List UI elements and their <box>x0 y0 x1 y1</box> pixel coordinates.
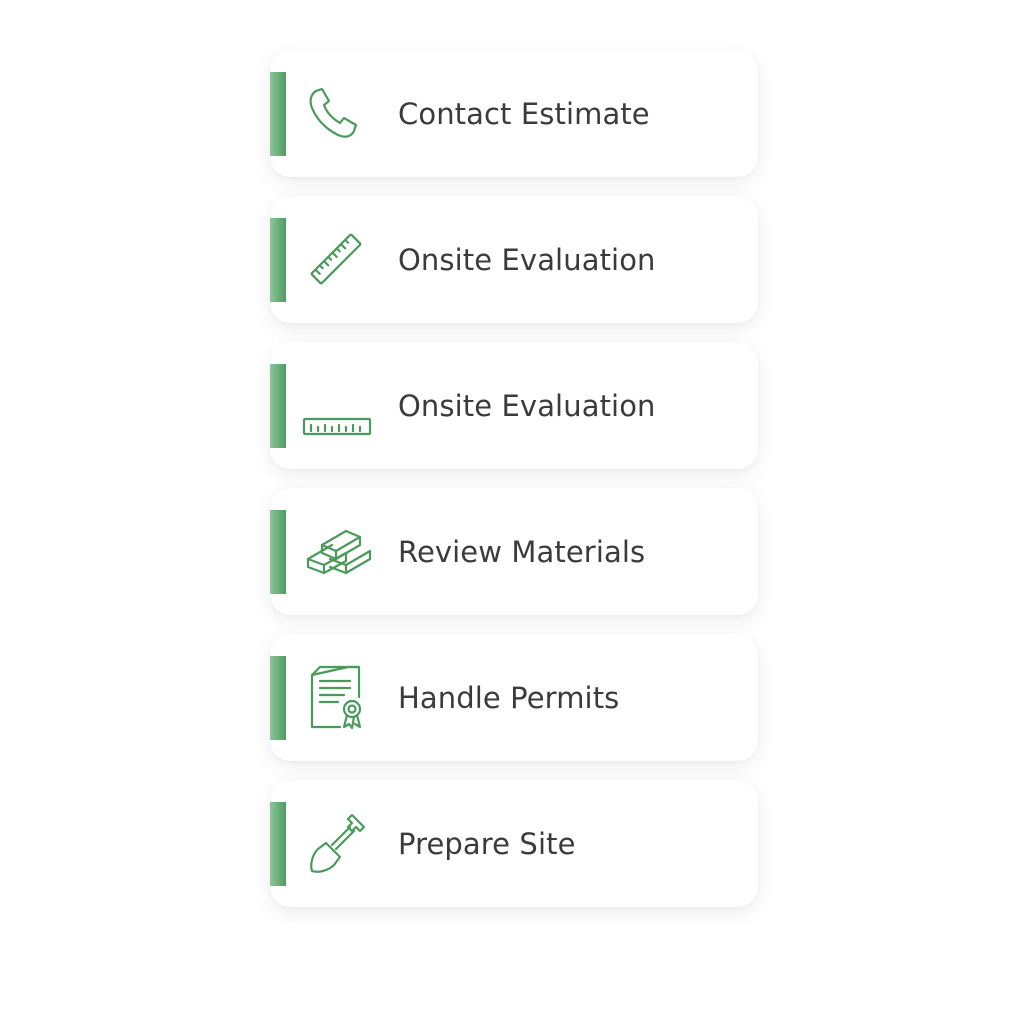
step-label: Prepare Site <box>398 826 576 861</box>
shovel-icon <box>302 813 370 873</box>
accent-bar <box>270 72 286 156</box>
accent-bar <box>270 218 286 302</box>
step-card-onsite-evaluation-2[interactable]: Onsite Evaluation <box>270 342 758 469</box>
step-card-handle-permits[interactable]: Handle Permits <box>270 634 758 761</box>
step-card-onsite-evaluation[interactable]: Onsite Evaluation <box>270 196 758 323</box>
accent-bar <box>270 364 286 448</box>
lumber-stack-icon <box>302 521 372 581</box>
step-label: Onsite Evaluation <box>398 388 656 423</box>
process-steps-list: Contact Estimate <box>270 50 758 907</box>
step-card-review-materials[interactable]: Review Materials <box>270 488 758 615</box>
ruler-horizontal-icon <box>302 375 372 436</box>
accent-bar <box>270 802 286 886</box>
step-label: Handle Permits <box>398 680 620 715</box>
step-label: Review Materials <box>398 534 646 569</box>
step-label: Contact Estimate <box>398 96 650 131</box>
accent-bar <box>270 510 286 594</box>
step-label: Onsite Evaluation <box>398 242 656 277</box>
step-card-contact-estimate[interactable]: Contact Estimate <box>270 50 758 177</box>
accent-bar <box>270 656 286 740</box>
step-card-prepare-site[interactable]: Prepare Site <box>270 780 758 907</box>
ruler-diagonal-icon <box>302 229 370 289</box>
phone-icon <box>302 83 370 143</box>
permit-document-icon <box>302 665 370 730</box>
